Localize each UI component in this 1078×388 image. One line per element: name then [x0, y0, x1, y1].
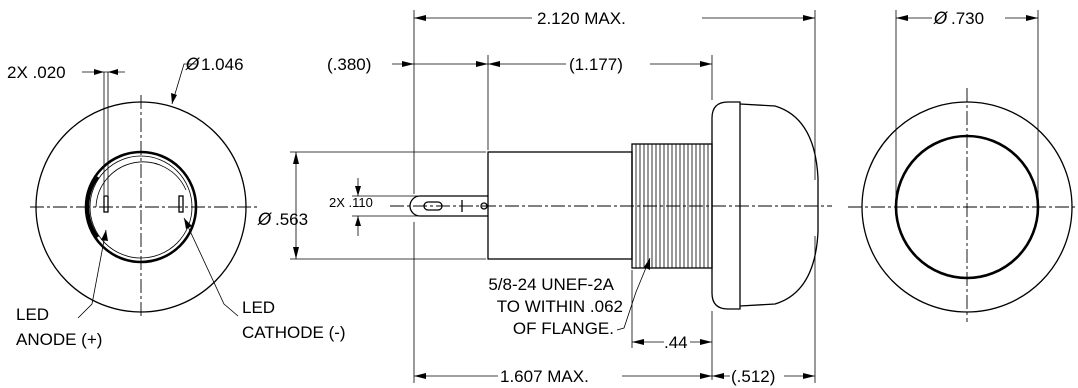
lens-dome	[739, 103, 819, 307]
lens-diameter-dimension: Ø .730	[895, 9, 1039, 200]
flange-diameter-label: 1.046	[201, 55, 244, 74]
pin-thickness-label: 2X .110	[329, 195, 373, 210]
lens-diameter-symbol: Ø	[933, 9, 948, 29]
thread-to-flange-label: .44	[664, 333, 688, 352]
thread-note-line3: OF FLANGE.	[513, 319, 614, 338]
diameter-symbol: Ø	[185, 55, 200, 75]
thread-to-flange-dimension: .44	[631, 270, 713, 380]
mounted-length-dimensions: 1.607 MAX. (.512)	[413, 222, 816, 386]
thread-note-line2: TO WITHIN .062	[497, 297, 623, 316]
pin-width-label: 2X .020	[7, 63, 66, 82]
pin-thickness-dimension: 2X .110	[329, 178, 418, 236]
front-view	[848, 88, 1076, 322]
rear-view	[30, 95, 260, 318]
cathode-label-line2: CATHODE (-)	[242, 323, 346, 342]
body	[487, 151, 633, 260]
body-diameter-dimension: Ø .563	[257, 151, 486, 260]
overall-length-label: 2.120 MAX.	[537, 9, 626, 28]
mounted-length-label: 1.607 MAX.	[500, 367, 589, 386]
pin-and-body-length-dimensions: (.380) (1.177)	[327, 55, 713, 150]
cap-height-label: (.512)	[731, 367, 775, 386]
thread-note-line1: 5/8-24 UNEF-2A	[488, 275, 614, 294]
housing-inner-arc	[95, 161, 187, 208]
body-diameter-symbol: Ø	[257, 210, 272, 230]
anode-pin	[103, 195, 109, 213]
flange-diameter-dimension: Ø 1.046	[171, 55, 244, 105]
overall-length-dimension: 2.120 MAX.	[413, 9, 816, 194]
anode-label-line1: LED	[16, 305, 49, 324]
pin-callouts: LED ANODE (+) LED CATHODE (-)	[16, 217, 346, 349]
pin-width-dimension: 2X .020	[7, 63, 125, 195]
body-diameter-label: .563	[275, 210, 308, 229]
side-view	[390, 101, 832, 310]
anode-label-line2: ANODE (+)	[16, 330, 102, 349]
cathode-label-line1: LED	[242, 298, 275, 317]
body-length-label: (1.177)	[569, 55, 623, 74]
cathode-pin	[178, 195, 184, 213]
thread-note: 5/8-24 UNEF-2A TO WITHIN .062 OF FLANGE.	[488, 257, 651, 338]
flange	[711, 101, 741, 310]
lens-diameter-label: .730	[951, 9, 984, 28]
pin-extension-label: (.380)	[327, 55, 371, 74]
